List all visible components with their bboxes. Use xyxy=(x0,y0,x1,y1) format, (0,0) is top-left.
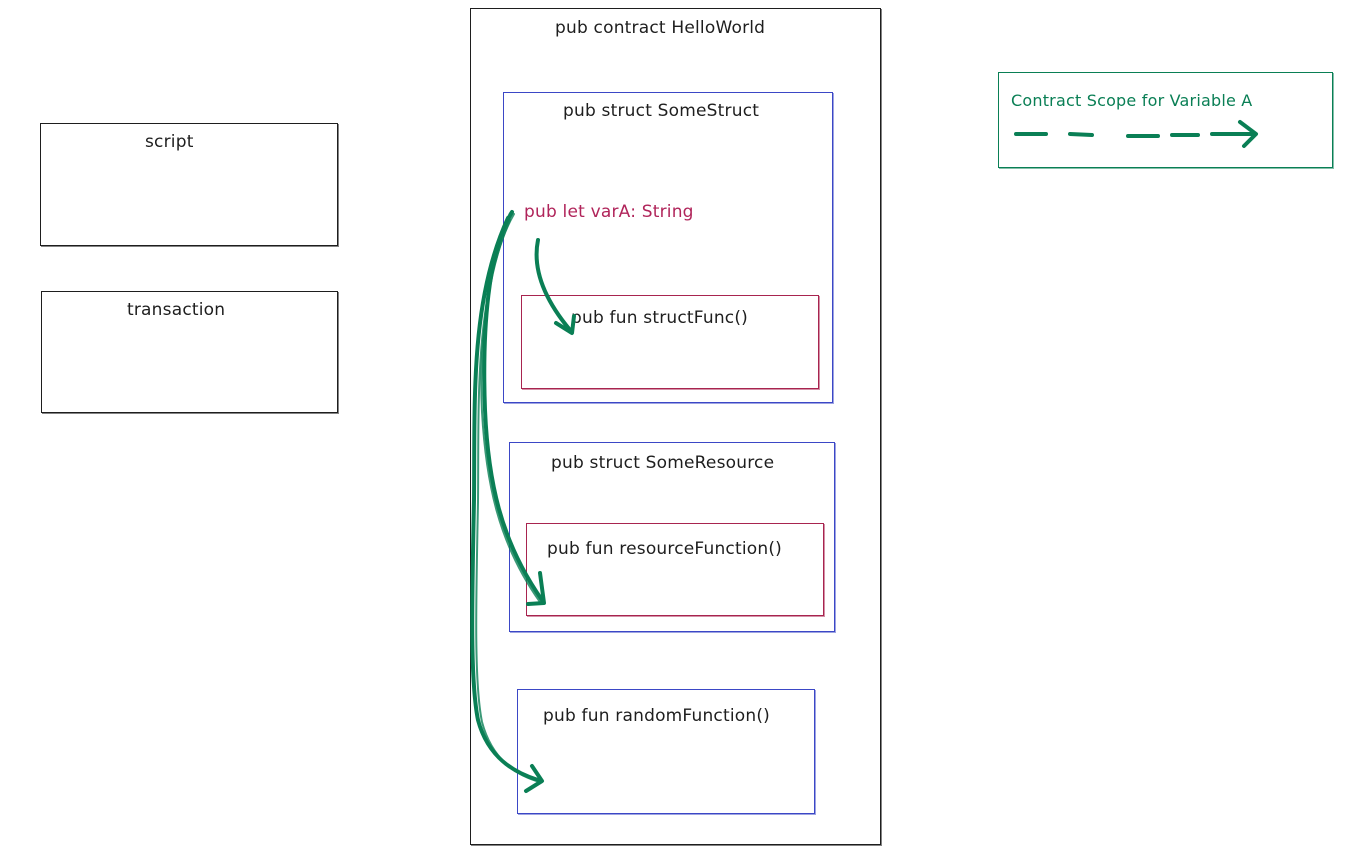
struct-func-box xyxy=(521,295,819,389)
resource-func-box xyxy=(526,523,824,616)
arrow-to-random-func xyxy=(470,216,544,793)
resource-func-label: pub fun resourceFunction() xyxy=(547,539,782,559)
contract-title: pub contract HelloWorld xyxy=(555,18,766,38)
script-box xyxy=(40,123,338,246)
resource-title: pub struct SomeResource xyxy=(551,453,775,473)
legend-box xyxy=(998,72,1333,168)
random-func-box xyxy=(517,689,815,814)
variable-a-label: pub let varA: String xyxy=(524,202,694,222)
script-label: script xyxy=(145,132,194,152)
random-func-label: pub fun randomFunction() xyxy=(543,706,771,726)
transaction-box xyxy=(41,291,338,413)
struct-func-label: pub fun structFunc() xyxy=(571,308,749,328)
contract-box xyxy=(470,8,881,845)
transaction-label: transaction xyxy=(127,300,226,320)
legend-label: Contract Scope for Variable A xyxy=(1011,91,1253,110)
struct-box xyxy=(503,92,833,403)
struct-title: pub struct SomeStruct xyxy=(563,101,760,121)
legend-dashed-arrow xyxy=(1014,120,1258,148)
arrow-to-struct-func xyxy=(534,238,576,335)
